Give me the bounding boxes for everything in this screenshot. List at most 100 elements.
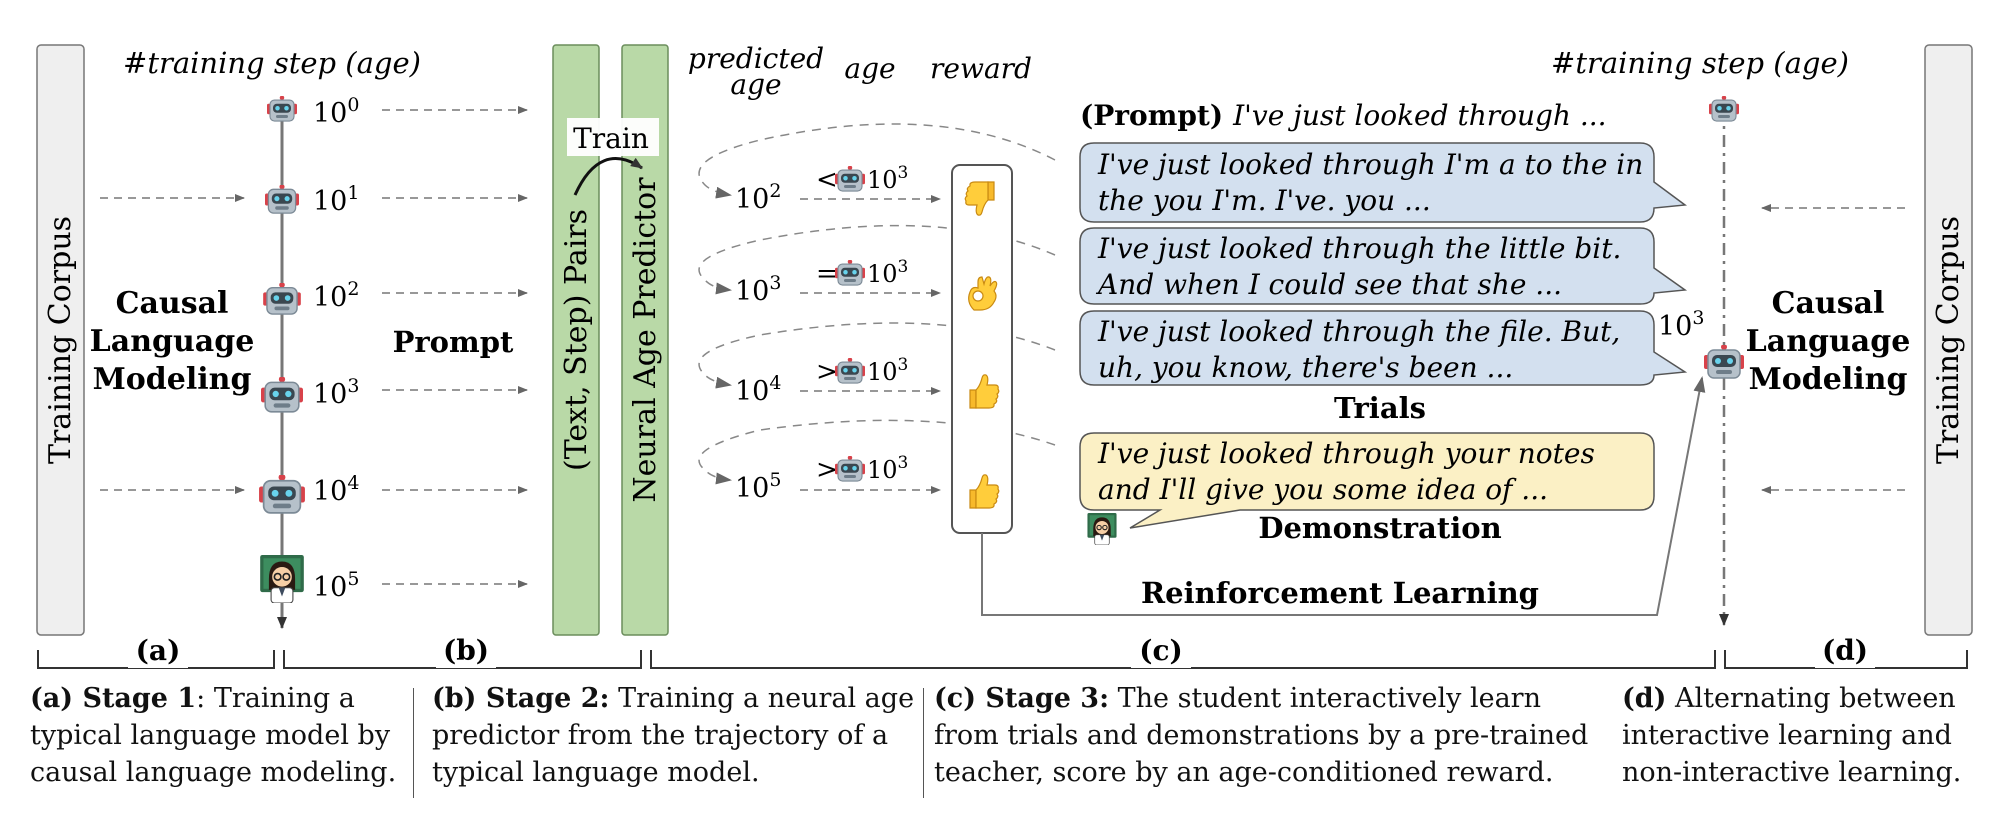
trial-bubble-1 bbox=[1079, 142, 1688, 223]
cmp-row-3: > bbox=[816, 455, 838, 485]
training-corpus-label-d: Training Corpus bbox=[1931, 216, 1966, 464]
student-age: 103 bbox=[1658, 307, 1704, 342]
caption-a-bold: (a) Stage 1 bbox=[30, 683, 197, 714]
train-label: Train bbox=[573, 122, 649, 155]
trial-3-line2: uh, you know, there's been ... bbox=[1098, 351, 1513, 384]
caption-d-line3: non-interactive learning. bbox=[1622, 757, 1962, 788]
caption-b-line3: typical language model. bbox=[432, 757, 760, 788]
train-arrow bbox=[573, 157, 643, 196]
brace-label-d: (d) bbox=[1822, 634, 1868, 667]
robot-icon-row-1 bbox=[835, 260, 865, 286]
trials-label: Trials bbox=[1334, 391, 1426, 425]
caption-b: (b) Stage 2: Training a neural age predi… bbox=[432, 680, 922, 791]
caption-a-line2: typical language model by bbox=[30, 720, 391, 751]
caption-d-bold: (d) bbox=[1622, 683, 1667, 714]
training-corpus-label-a: Training Corpus bbox=[43, 216, 78, 464]
header-predicted-line1: predicted bbox=[688, 42, 824, 75]
robot-icon-ckpt-1 bbox=[265, 185, 299, 214]
checkpoint-0: 100 bbox=[313, 94, 359, 129]
trial-3-line1: I've just looked through the file. But, bbox=[1097, 315, 1620, 348]
method-line3-d: Modeling bbox=[1749, 362, 1908, 397]
trial-1-line2: the you I'm. I've. you ... bbox=[1098, 184, 1431, 217]
pipeline-diagram: Training Corpus #training step (age) Cau… bbox=[36, 42, 1973, 669]
robot-icon-ckpt-2 bbox=[263, 283, 301, 315]
pairs-bar bbox=[552, 44, 600, 636]
brace-label-a: (a) bbox=[136, 634, 181, 667]
trial-1-line1: I've just looked through I'm a to the in bbox=[1097, 148, 1643, 181]
caption-b-line2: predictor from the trajectory of a bbox=[432, 720, 889, 751]
trial-2-line1: I've just looked through the little bit. bbox=[1097, 232, 1621, 265]
checkpoint-3: 103 bbox=[313, 375, 359, 410]
trial-bubble-2 bbox=[1079, 227, 1688, 305]
caption-b-rest: Training a neural age bbox=[609, 683, 915, 714]
teacher-icon-ckpt-5 bbox=[259, 555, 305, 603]
age-row-3: 103 bbox=[867, 453, 908, 484]
pred-age-row-3: 105 bbox=[735, 469, 781, 504]
header-age: age bbox=[844, 52, 895, 85]
caption-c-line3: teacher, score by an age-conditioned rew… bbox=[934, 757, 1554, 788]
axis-title-d: #training step (age) bbox=[1551, 46, 1849, 80]
training-corpus-box-a bbox=[36, 44, 85, 636]
demo-line2: and I'll give you some idea of ... bbox=[1098, 473, 1548, 506]
caption-a-line3: causal language modeling. bbox=[30, 757, 397, 788]
teacher-icon-demo bbox=[1086, 513, 1118, 545]
age-row-1: 103 bbox=[867, 257, 908, 288]
robot-icon-row-3 bbox=[835, 456, 865, 482]
caption-c-line2: from trials and demonstrations by a pre-… bbox=[934, 720, 1589, 751]
method-line1-d: Causal bbox=[1772, 286, 1885, 321]
pred-age-row-2: 104 bbox=[735, 372, 781, 407]
method-line2-a: Language bbox=[90, 324, 255, 359]
checkpoint-1: 101 bbox=[313, 182, 359, 217]
prompt-label-b: Prompt bbox=[393, 325, 514, 359]
cmp-row-1: = bbox=[816, 259, 838, 289]
trial-2-line2: And when I could see that she ... bbox=[1095, 268, 1562, 301]
demo-bubble bbox=[1079, 432, 1655, 529]
rl-arrow bbox=[981, 376, 1706, 616]
pairs-label: (Text, Step) Pairs bbox=[559, 209, 594, 471]
caption-c-rest: The student interactively learn bbox=[1109, 683, 1541, 714]
neural-age-predictor-bar bbox=[621, 44, 669, 636]
method-line1-a: Causal bbox=[116, 286, 229, 321]
age-row-2: 103 bbox=[867, 355, 908, 386]
robot-icon-student bbox=[1704, 345, 1744, 379]
header-reward: reward bbox=[930, 52, 1032, 85]
demonstration-label: Demonstration bbox=[1258, 511, 1501, 545]
caption-a-rest: : Training a bbox=[196, 683, 355, 714]
brace-label-b: (b) bbox=[443, 634, 489, 667]
caption-d: (d) Alternating between interactive lear… bbox=[1622, 680, 1982, 791]
robot-icon-row-2 bbox=[835, 358, 865, 384]
axis-title-a: #training step (age) bbox=[123, 46, 421, 80]
caption-c-bold: (c) Stage 3: bbox=[934, 683, 1110, 714]
training-corpus-box-d bbox=[1924, 44, 1973, 636]
caption-divider-1 bbox=[413, 688, 414, 798]
cmp-row-2: > bbox=[816, 357, 838, 387]
pred-age-row-1: 103 bbox=[735, 272, 781, 307]
robot-icon-ckpt-0 bbox=[267, 96, 297, 122]
robot-icon-ckpt-3 bbox=[261, 377, 303, 413]
prompt-line: (Prompt)I've just looked through ... bbox=[1080, 99, 1607, 132]
age-row-0: 103 bbox=[867, 163, 908, 194]
caption-d-line2: interactive learning and bbox=[1622, 720, 1952, 751]
method-line3-a: Modeling bbox=[93, 362, 252, 397]
header-predicted-line2: age bbox=[730, 68, 781, 101]
rl-label: Reinforcement Learning bbox=[1141, 576, 1539, 610]
trial-bubble-3 bbox=[1079, 310, 1688, 386]
caption-b-bold: (b) Stage 2: bbox=[432, 683, 610, 714]
brace-label-c: (c) bbox=[1139, 634, 1183, 667]
checkpoint-4: 104 bbox=[313, 472, 359, 507]
method-line2-d: Language bbox=[1746, 324, 1911, 359]
caption-row: (a) Stage 1: Training a typical language… bbox=[0, 680, 1990, 814]
demo-line1: I've just looked through your notes bbox=[1097, 437, 1595, 470]
robot-icon-row-0 bbox=[835, 166, 865, 192]
robot-icon-ckpt-4 bbox=[259, 475, 305, 514]
checkpoint-2: 102 bbox=[313, 278, 359, 313]
caption-d-rest: Alternating between bbox=[1666, 683, 1956, 714]
caption-divider-2 bbox=[923, 688, 924, 798]
caption-c: (c) Stage 3: The student interactively l… bbox=[934, 680, 1614, 791]
train-label-bg bbox=[567, 118, 659, 156]
neural-age-predictor-label: Neural Age Predictor bbox=[628, 177, 663, 503]
checkpoint-5: 105 bbox=[313, 568, 359, 603]
robot-icon-student-top bbox=[1709, 96, 1739, 122]
caption-a: (a) Stage 1: Training a typical language… bbox=[30, 680, 410, 791]
cmp-row-0: < bbox=[816, 165, 838, 195]
